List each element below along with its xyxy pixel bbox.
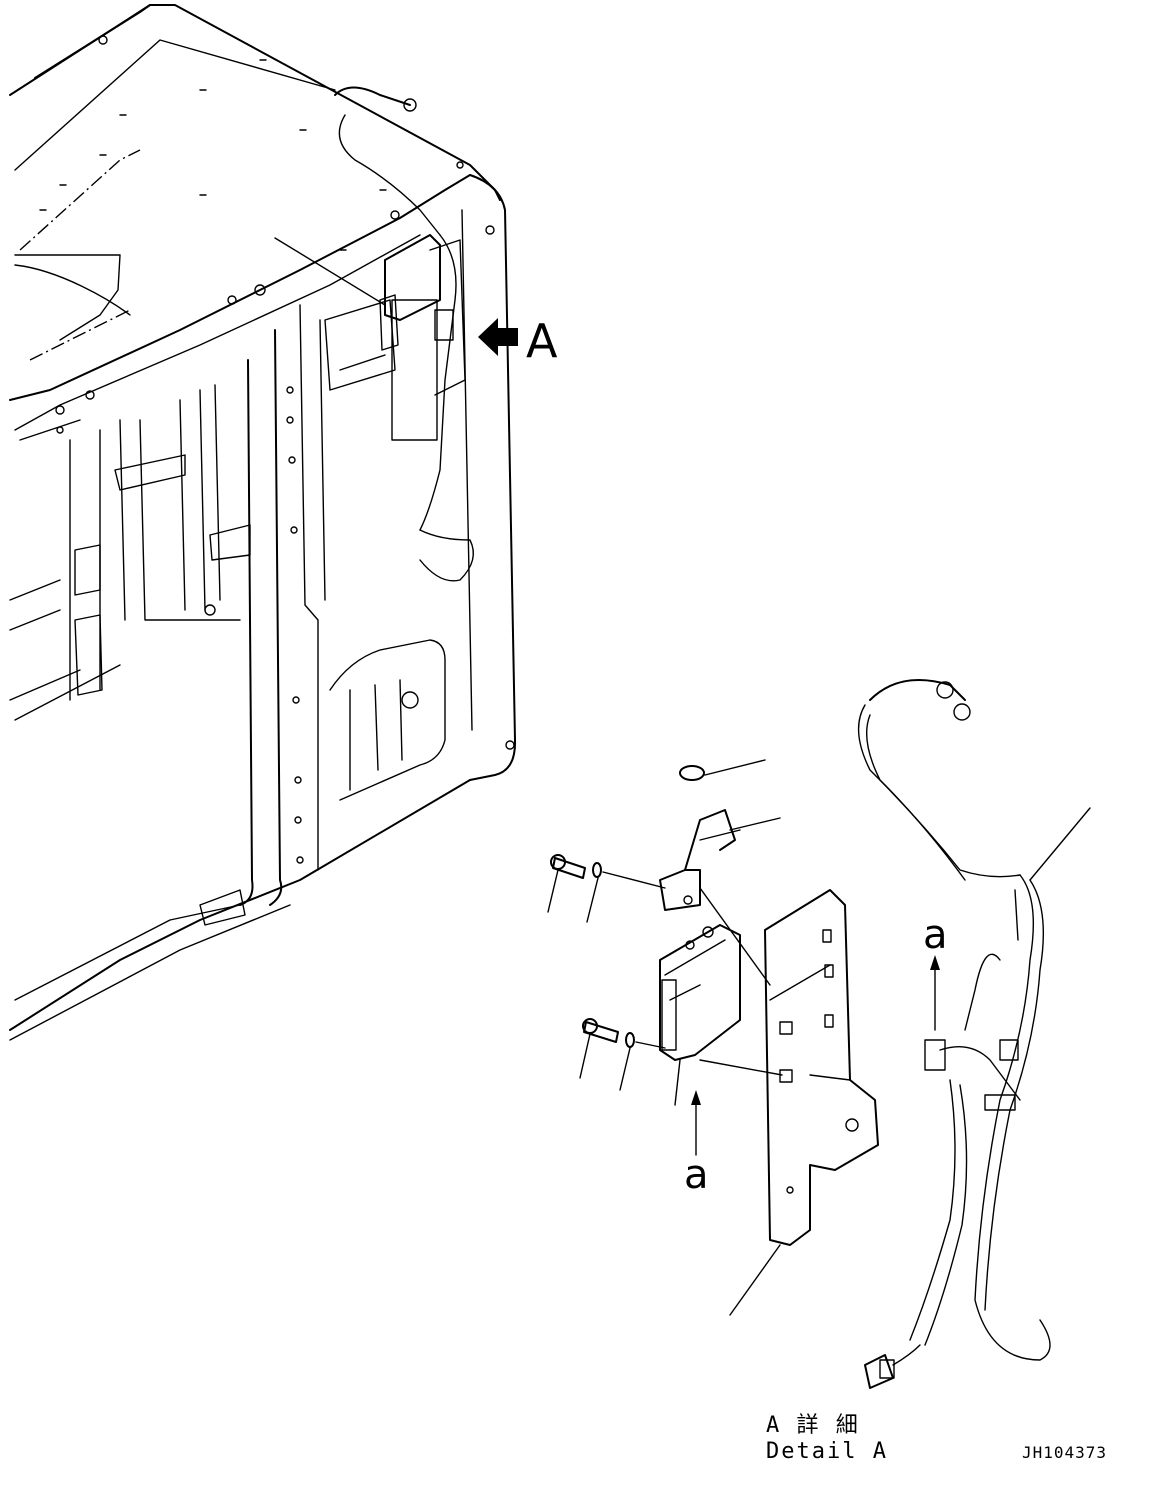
part-leader-lines bbox=[547, 759, 1091, 1316]
detail-wire-harness bbox=[857, 679, 1051, 1389]
detail-arrow-lower: a bbox=[684, 1090, 709, 1198]
view-arrow-a: A bbox=[478, 314, 558, 368]
up-arrow-icon bbox=[691, 1090, 701, 1105]
lower-bolt-set bbox=[582, 1018, 635, 1048]
detail-caption-jp: A 詳 細 bbox=[766, 1413, 860, 1438]
assembly-lines bbox=[602, 871, 783, 1076]
roof-detail-marks bbox=[39, 59, 387, 251]
cab-structure bbox=[9, 4, 517, 1041]
drawing-code: JH104373 bbox=[1022, 1443, 1107, 1462]
up-arrow-icon bbox=[930, 955, 940, 970]
small-bracket bbox=[659, 809, 741, 911]
grommet bbox=[679, 765, 705, 781]
detail-caption-en: Detail A bbox=[766, 1439, 888, 1464]
detail-arrow-upper: a bbox=[923, 912, 948, 1031]
pillar-holes bbox=[55, 35, 515, 864]
control-unit bbox=[659, 924, 741, 1061]
cab-mounted-module bbox=[379, 234, 466, 441]
detail-arrow-upper-label: a bbox=[923, 912, 948, 958]
mounting-plate bbox=[764, 889, 879, 1246]
solid-left-arrow-icon bbox=[478, 318, 518, 356]
leader-line-cab-module bbox=[274, 237, 386, 306]
upper-bolt-set bbox=[550, 854, 602, 879]
view-arrow-label: A bbox=[526, 314, 558, 368]
detail-arrow-lower-label: a bbox=[684, 1152, 709, 1198]
